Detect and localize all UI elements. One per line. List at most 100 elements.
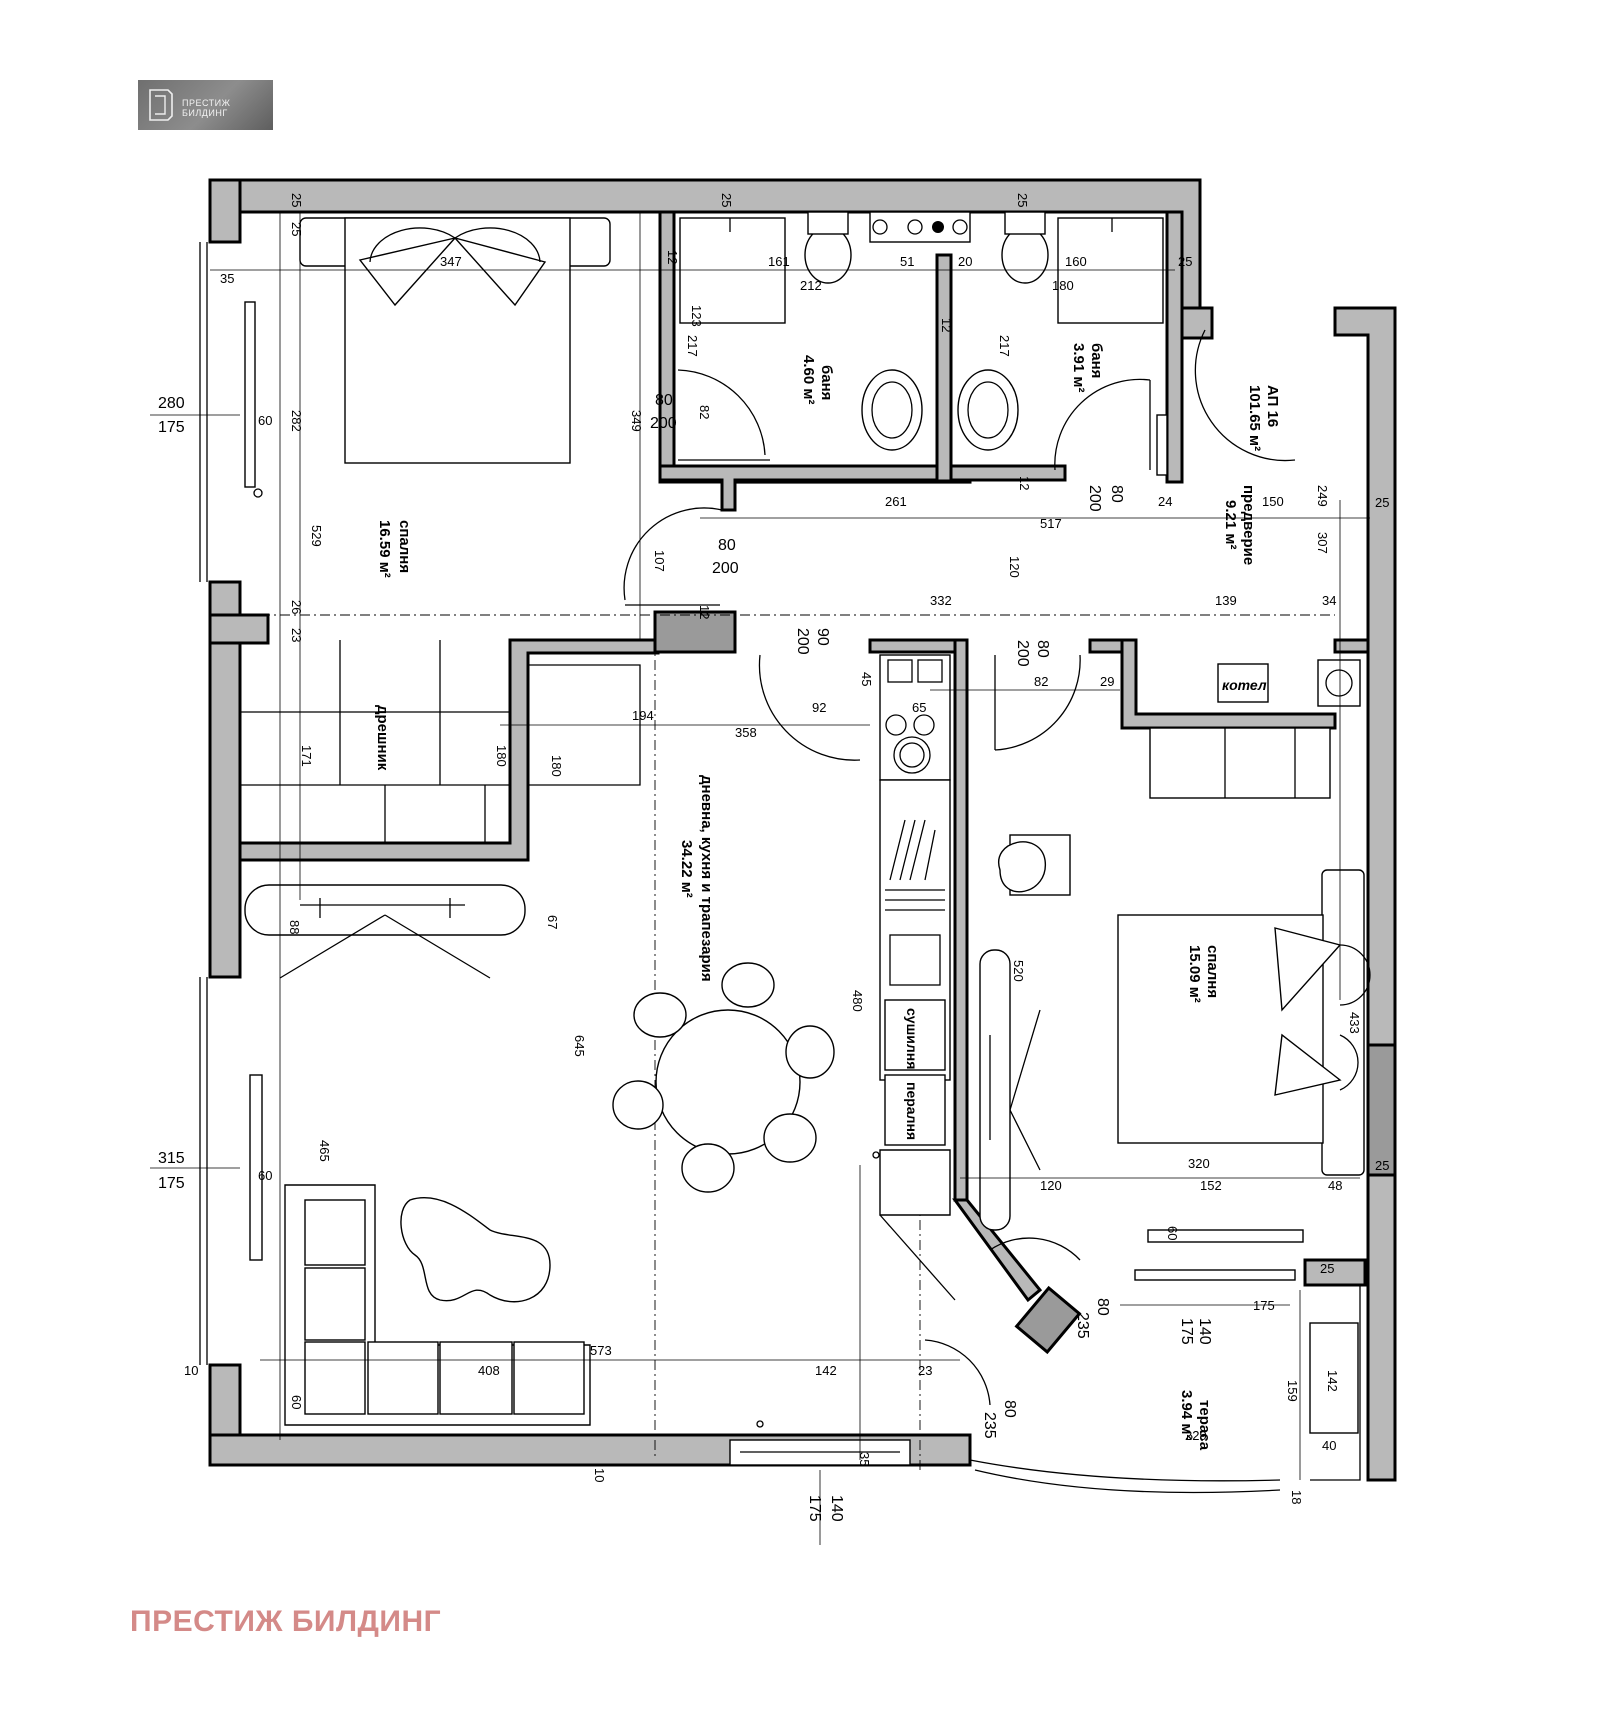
dimension-label: 332 xyxy=(930,593,952,608)
dimension-label: 150 xyxy=(1262,494,1284,509)
dimension-label: 180 xyxy=(549,755,564,777)
dimension-label: 349 xyxy=(629,410,644,432)
dimension-label: 212 xyxy=(800,278,822,293)
dimension-label: 175 xyxy=(1253,1298,1275,1313)
door-ter2-bottom: 235 xyxy=(981,1412,998,1439)
door-bed1-bottom: 200 xyxy=(712,560,739,577)
wardrobe-name: дрешник xyxy=(374,705,391,771)
bedroom2-name: спалня xyxy=(1204,945,1221,998)
dimension-label: 60 xyxy=(1165,1226,1180,1240)
dimension-label: 160 xyxy=(1065,254,1087,269)
apartment-label: АП 16 xyxy=(1264,385,1281,427)
dimension-label: 480 xyxy=(850,990,865,1012)
dimension-label: 520 xyxy=(1011,960,1026,982)
living-area: 34.22 м² xyxy=(678,840,695,898)
bedroom2-area: 15.09 м² xyxy=(1186,945,1203,1003)
company-logo: ПРЕСТИЖ БИЛДИНГ xyxy=(138,80,273,130)
dimension-label: 194 xyxy=(632,708,654,723)
furniture xyxy=(240,211,1371,1434)
dimension-label: 23 xyxy=(918,1363,932,1378)
dimension-label: 358 xyxy=(735,725,757,740)
dimension-label: 645 xyxy=(572,1035,587,1057)
dimension-label: 107 xyxy=(652,550,667,572)
dimension-label: 25 xyxy=(289,193,304,207)
washer-label: пералня xyxy=(904,1082,920,1140)
boiler-label: котел xyxy=(1222,677,1267,693)
win2-bottom: 175 xyxy=(158,1175,185,1192)
door-bath2-top: 80 xyxy=(1108,485,1125,503)
logo-mark-icon xyxy=(149,89,173,121)
dimension-label: 10 xyxy=(592,1468,607,1482)
dimension-label: 82 xyxy=(697,405,712,419)
dimension-label: 45 xyxy=(859,672,874,686)
dimension-label: 217 xyxy=(997,335,1012,357)
dimension-label: 12 xyxy=(1017,476,1032,490)
dimension-label: 408 xyxy=(478,1363,500,1378)
win1-top: 280 xyxy=(158,395,185,412)
dimension-lines xyxy=(150,212,1370,1545)
dimension-label: 25 xyxy=(1178,254,1192,269)
dimension-label: 142 xyxy=(815,1363,837,1378)
dimension-label: 159 xyxy=(1285,1380,1300,1402)
dimension-label: 12 xyxy=(697,605,712,619)
dimension-label: 249 xyxy=(1315,485,1330,507)
dryer-label: сушилня xyxy=(904,1008,920,1069)
room-labels: спалня 16.59 м² дрешник баня 4.60 м² бан… xyxy=(374,343,1281,1451)
win1-bottom: 175 xyxy=(158,419,185,436)
bath2-area: 3.91 м² xyxy=(1070,343,1087,392)
dimension-label: 529 xyxy=(309,525,324,547)
footer-brand: ПРЕСТИЖ БИЛДИНГ xyxy=(130,1605,442,1638)
dimension-label: 142 xyxy=(1325,1370,1340,1392)
door-k1-top: 90 xyxy=(814,628,831,646)
ceiling-lines xyxy=(240,614,1335,1470)
dimension-label: 307 xyxy=(1315,532,1330,554)
door-wc-top: 80 xyxy=(655,392,673,409)
door-bed1-top: 80 xyxy=(718,537,736,554)
bedroom1-area: 16.59 м² xyxy=(376,520,393,578)
win-ter-top: 140 xyxy=(1196,1318,1213,1345)
dimension-label: 465 xyxy=(317,1140,332,1162)
dimension-label: 180 xyxy=(494,745,509,767)
dimension-label: 120 xyxy=(1007,556,1022,578)
dimension-label: 347 xyxy=(440,254,462,269)
dimension-labels: 25 25 25 25 25 25 25 25 35 347 282 529 3… xyxy=(184,193,1389,1504)
dimension-label: 517 xyxy=(1040,516,1062,531)
apartment-area: 101.65 м² xyxy=(1246,385,1263,451)
hall-area: 9.21 м² xyxy=(1222,500,1239,549)
dimension-label: 34 xyxy=(1322,593,1336,608)
dimension-label: 123 xyxy=(689,305,704,327)
door-k2-top: 80 xyxy=(1034,640,1051,658)
logo-text: ПРЕСТИЖ БИЛДИНГ xyxy=(182,98,231,118)
dimension-label: 23 xyxy=(289,628,304,642)
dimension-label: 29 xyxy=(1100,674,1114,689)
dimension-label: 35 xyxy=(220,271,234,286)
dimension-label: 433 xyxy=(1347,1012,1362,1034)
dimension-label: 40 xyxy=(1322,1438,1336,1453)
dining-chairs xyxy=(612,962,835,1193)
door-ter1-top: 80 xyxy=(1094,1298,1111,1316)
door-k1-bottom: 200 xyxy=(794,628,811,655)
dimension-label: 88 xyxy=(287,920,302,934)
dimension-label: 82 xyxy=(1034,674,1048,689)
dimension-label: 60 xyxy=(258,413,272,428)
dimension-label: 60 xyxy=(289,1395,304,1409)
dimension-label: 282 xyxy=(289,410,304,432)
dimension-label: 120 xyxy=(1040,1178,1062,1193)
terrace-area: 3.94 м² xyxy=(1178,1390,1195,1439)
dimension-label: 180 xyxy=(1052,278,1074,293)
dimension-label: 26 xyxy=(289,600,304,614)
dimension-label: 35 xyxy=(857,1452,872,1466)
dimension-label: 25 xyxy=(1375,495,1389,510)
bath1-name: баня xyxy=(818,365,835,400)
dimension-label: 25 xyxy=(719,193,734,207)
win-bottom-top: 140 xyxy=(828,1495,845,1522)
win2-top: 315 xyxy=(158,1150,185,1167)
door-wc-bottom: 200 xyxy=(650,415,677,432)
door-ter2-top: 80 xyxy=(1001,1400,1018,1418)
dimension-label: 152 xyxy=(1200,1178,1222,1193)
doors xyxy=(623,329,1296,1494)
dimension-label: 261 xyxy=(885,494,907,509)
dimension-label: 25 xyxy=(289,222,304,236)
dimension-label: 65 xyxy=(912,700,926,715)
dimension-label: 161 xyxy=(768,254,790,269)
